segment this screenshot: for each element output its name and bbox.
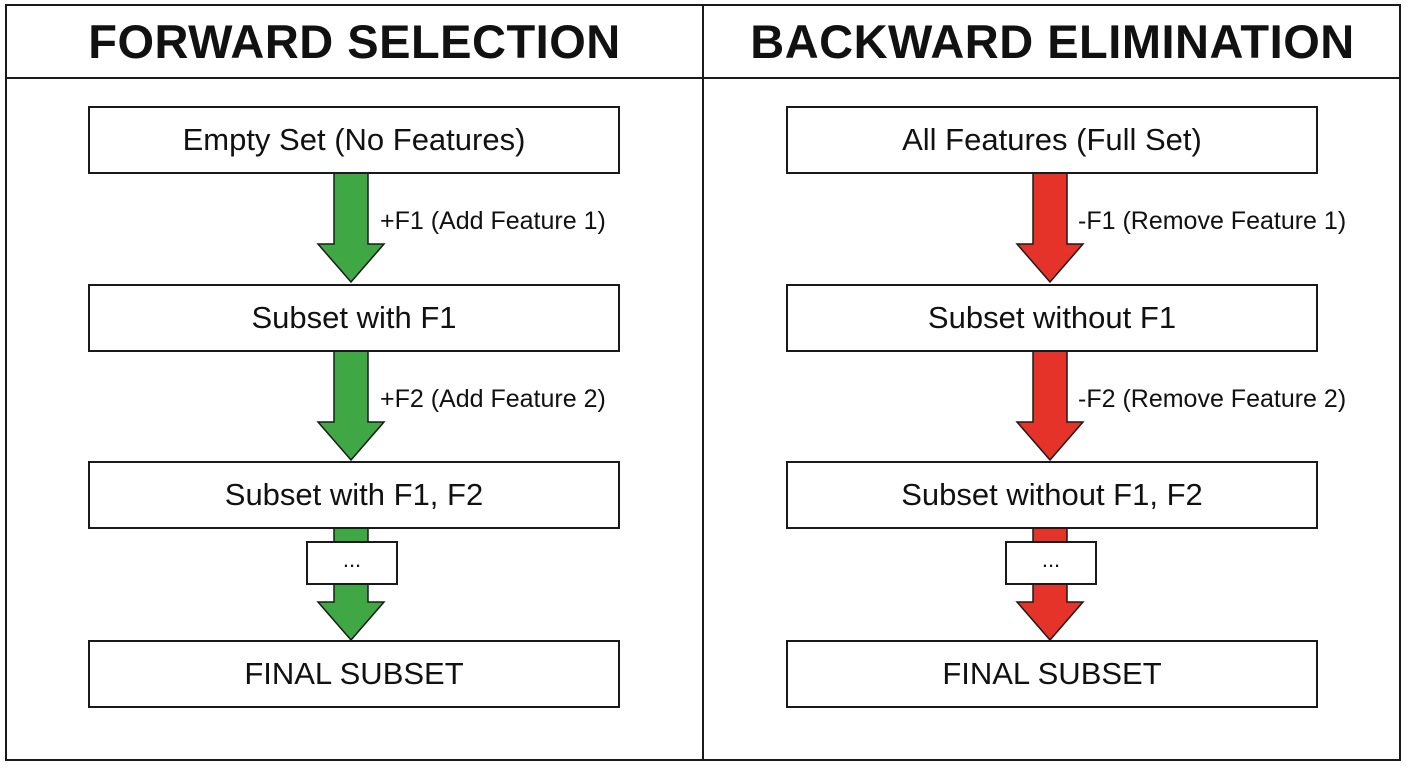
backward-arrow-2-shape <box>1015 349 1085 462</box>
backward-arrow-1-shape <box>1015 171 1085 284</box>
backward-step-subset-without-f1-f2: Subset without F1, F2 <box>786 461 1318 529</box>
backward-step-ellipsis: ... <box>1005 541 1097 585</box>
forward-arrow-1-shape <box>316 171 386 284</box>
backward-step-subset-without-f1: Subset without F1 <box>786 284 1318 352</box>
header-divider <box>5 77 1401 79</box>
forward-step-empty-set: Empty Set (No Features) <box>88 106 620 174</box>
forward-selection-title: FORWARD SELECTION <box>88 15 621 68</box>
backward-step-all-features: All Features (Full Set) <box>786 106 1318 174</box>
forward-arrow-2 <box>316 349 386 462</box>
backward-arrow-1 <box>1015 171 1085 284</box>
forward-arrow-label-2: +F2 (Add Feature 2) <box>380 385 606 413</box>
backward-elimination-title: BACKWARD ELIMINATION <box>750 15 1355 68</box>
forward-arrow-1 <box>316 171 386 284</box>
backward-arrow-label-1: -F1 (Remove Feature 1) <box>1078 207 1347 235</box>
forward-step-ellipsis: ... <box>306 541 398 585</box>
forward-step-final-subset: FINAL SUBSET <box>88 640 620 708</box>
forward-arrow-2-shape <box>316 349 386 462</box>
panel-divider-vertical <box>702 4 704 761</box>
forward-step-subset-f1-f2: Subset with F1, F2 <box>88 461 620 529</box>
backward-step-final-subset: FINAL SUBSET <box>786 640 1318 708</box>
forward-step-subset-f1: Subset with F1 <box>88 284 620 352</box>
backward-arrow-label-2: -F2 (Remove Feature 2) <box>1078 385 1347 413</box>
forward-arrow-label-1: +F1 (Add Feature 1) <box>380 207 606 235</box>
backward-arrow-2 <box>1015 349 1085 462</box>
